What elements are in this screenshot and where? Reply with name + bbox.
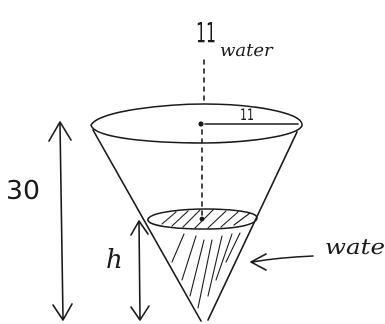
water-surface [147,208,258,230]
total-height-arrow [48,121,73,321]
cone-center-point [198,121,204,127]
water-height-label: h [106,245,123,275]
water-height-arrow [130,220,150,321]
height-label: 30 [6,176,40,206]
water-label: wate [325,235,385,259]
cone-sides [92,129,298,322]
radius-label: 11 [240,105,254,124]
water-pointer-arrow [250,253,314,271]
flow-rate-label: 11 [196,16,216,49]
water-body-hatching [171,232,241,309]
flow-text-label: water [220,40,274,61]
cone-rim [90,103,303,144]
